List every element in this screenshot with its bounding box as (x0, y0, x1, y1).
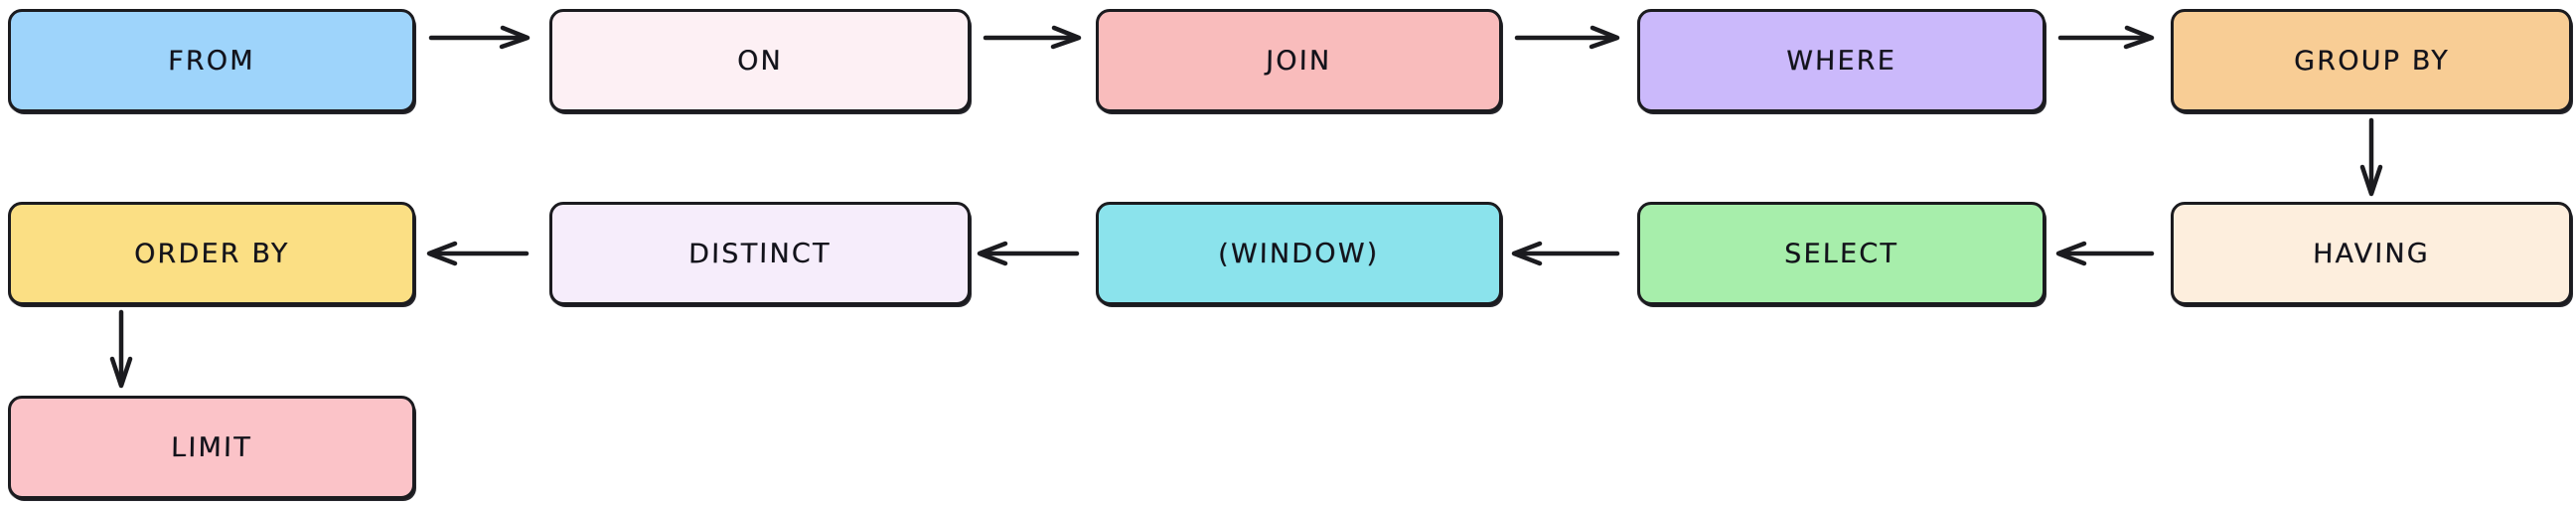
node-label-join: JOIN (1266, 45, 1332, 77)
arrow-select-to-window (1511, 241, 1620, 266)
node-label-from: FROM (167, 45, 256, 77)
node-label-order-by: ORDER BY (133, 238, 290, 269)
node-distinct[interactable]: DISTINCT (549, 202, 971, 305)
node-group-by[interactable]: GROUP BY (2171, 9, 2572, 112)
node-from[interactable]: FROM (8, 9, 415, 112)
arrow-distinct-to-order-by (426, 241, 530, 266)
node-on[interactable]: ON (549, 9, 971, 112)
node-label-select: SELECT (1783, 238, 1899, 269)
node-having[interactable]: HAVING (2171, 202, 2572, 305)
arrow-join-to-where (1514, 25, 1620, 50)
arrow-group-by-to-having (2359, 117, 2383, 197)
arrow-where-to-group-by (2057, 25, 2155, 50)
node-select[interactable]: SELECT (1637, 202, 2046, 305)
arrow-window-to-distinct (977, 241, 1080, 266)
node-label-window: (WINDOW) (1218, 238, 1380, 269)
node-limit[interactable]: LIMIT (8, 396, 415, 499)
node-join[interactable]: JOIN (1096, 9, 1502, 112)
node-label-having: HAVING (2312, 238, 2431, 269)
node-window[interactable]: (WINDOW) (1096, 202, 1502, 305)
arrow-from-to-on (428, 25, 530, 50)
arrow-on-to-join (983, 25, 1082, 50)
node-label-where: WHERE (1785, 45, 1897, 77)
node-label-group-by: GROUP BY (2293, 45, 2450, 77)
node-order-by[interactable]: ORDER BY (8, 202, 415, 305)
node-label-on: ON (736, 45, 784, 77)
node-label-distinct: DISTINCT (687, 238, 833, 269)
arrow-having-to-select (2055, 241, 2155, 266)
node-where[interactable]: WHERE (1637, 9, 2046, 112)
node-label-limit: LIMIT (170, 431, 253, 463)
arrow-order-by-to-limit (109, 309, 133, 389)
